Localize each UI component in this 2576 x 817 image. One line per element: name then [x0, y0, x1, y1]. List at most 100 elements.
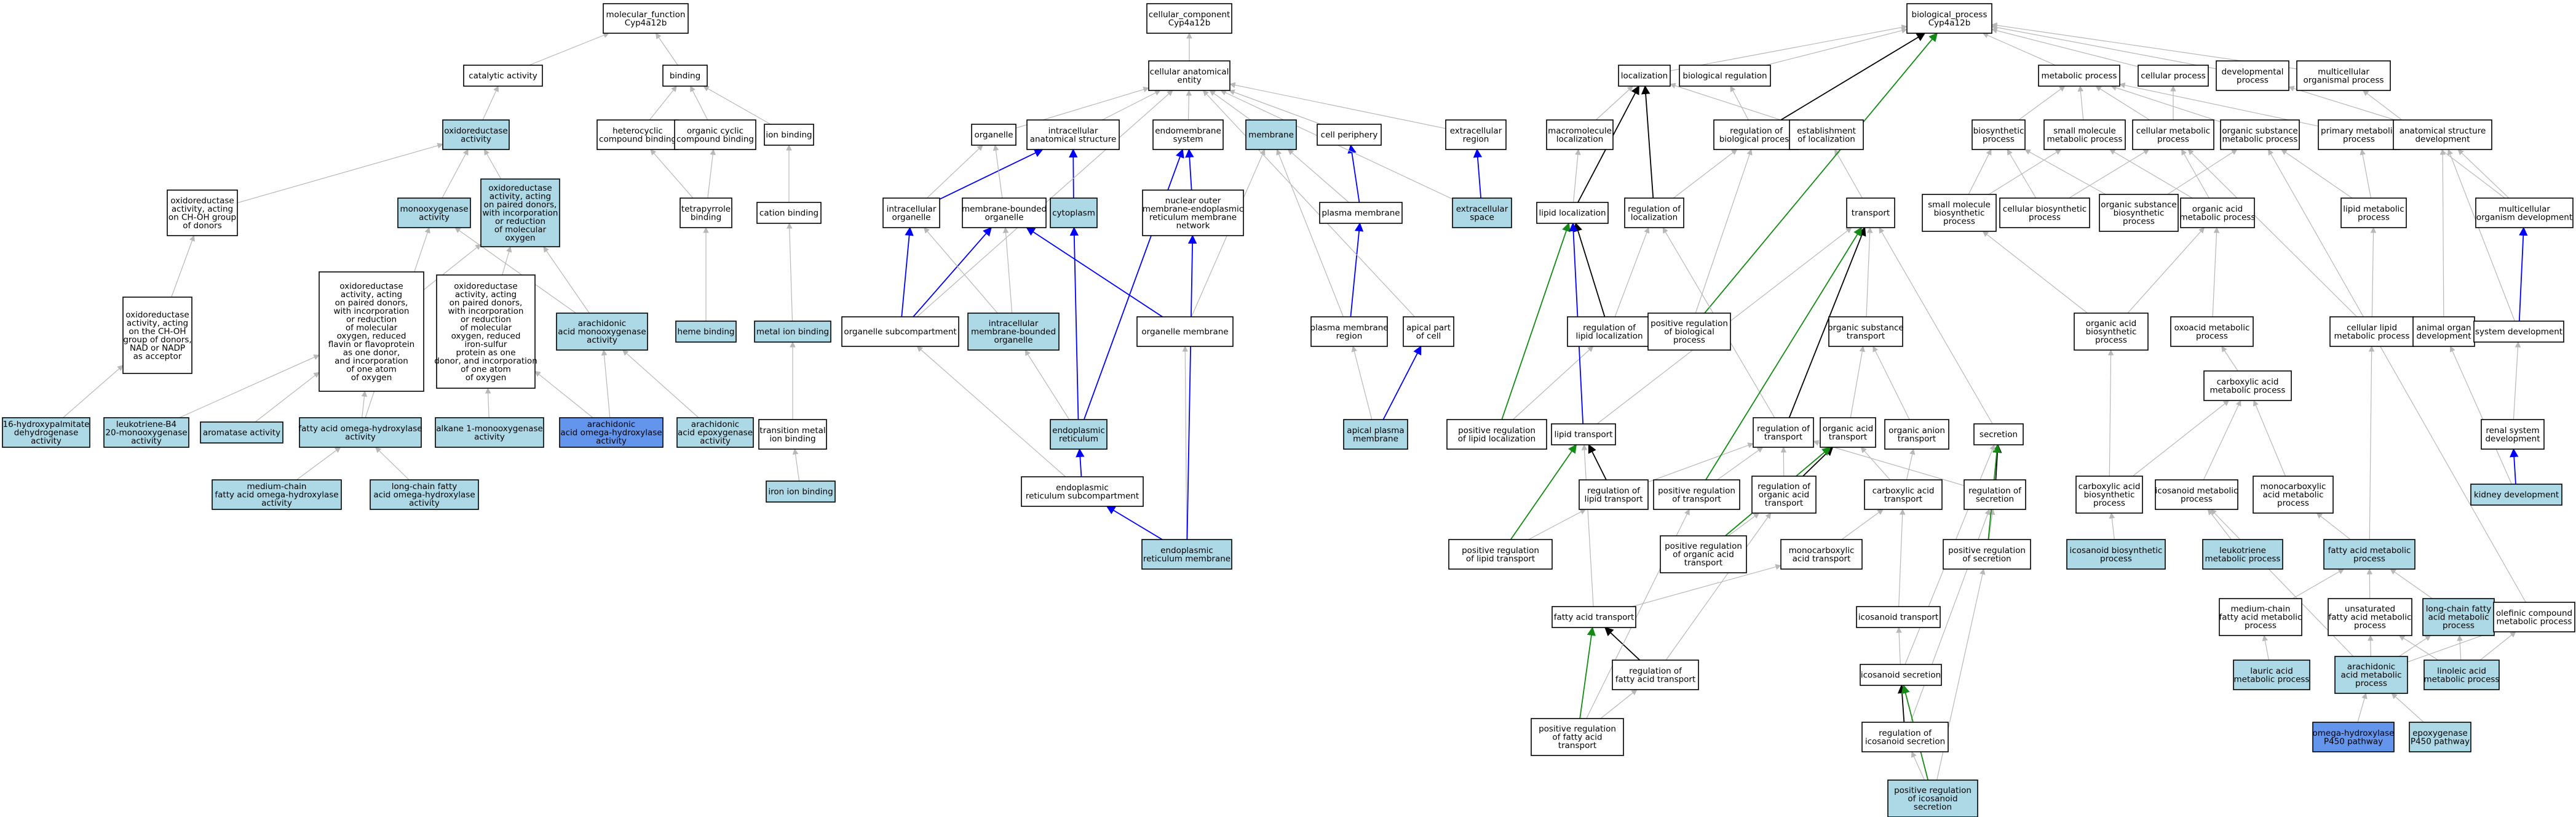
node-ironb[interactable]: iron ion binding — [766, 480, 836, 503]
node-hemeb[interactable]: heme binding — [675, 321, 737, 343]
node-nucer[interactable]: nuclear outermembrane-endoplasmicreticul… — [1142, 189, 1244, 236]
node-metalb[interactable]: metal ion binding — [754, 321, 831, 343]
node-plasmamem[interactable]: plasma membrane — [1319, 202, 1403, 224]
node-binding[interactable]: binding — [662, 65, 708, 87]
node-organelle[interactable]: organelle — [971, 124, 1017, 146]
node-icosasec[interactable]: icosanoid secretion — [1860, 664, 1942, 686]
node-membrane[interactable]: membrane — [1245, 119, 1297, 150]
node-cytoplasm[interactable]: cytoplasm — [1050, 197, 1098, 228]
node-orgmem[interactable]: organelle membrane — [1136, 316, 1234, 347]
node-aromatase[interactable]: aromatase activity — [200, 421, 283, 444]
node-cationb[interactable]: cation binding — [756, 202, 822, 224]
node-metproc[interactable]: metabolic process — [2038, 65, 2120, 87]
node-sysdev[interactable]: system development — [2473, 321, 2564, 343]
node-icosatrans[interactable]: icosanoid transport — [1856, 606, 1941, 628]
node-orgsubcomp[interactable]: organelle subcompartment — [841, 316, 959, 347]
node-cellperiph[interactable]: cell periphery — [1317, 124, 1382, 146]
node-localization[interactable]: localization — [1618, 65, 1671, 87]
node-transport[interactable]: transport — [1846, 197, 1895, 228]
node-lipidloc[interactable]: lipid localization — [1536, 202, 1609, 224]
node-kidney[interactable]: kidney development — [2470, 484, 2562, 506]
node-secretion[interactable]: secretion — [1973, 423, 2024, 445]
node-bioreg[interactable]: biological regulation — [1679, 65, 1771, 87]
node-fatrans[interactable]: fatty acid transport — [1552, 606, 1636, 628]
node-catact[interactable]: catalytic activity — [463, 65, 543, 87]
